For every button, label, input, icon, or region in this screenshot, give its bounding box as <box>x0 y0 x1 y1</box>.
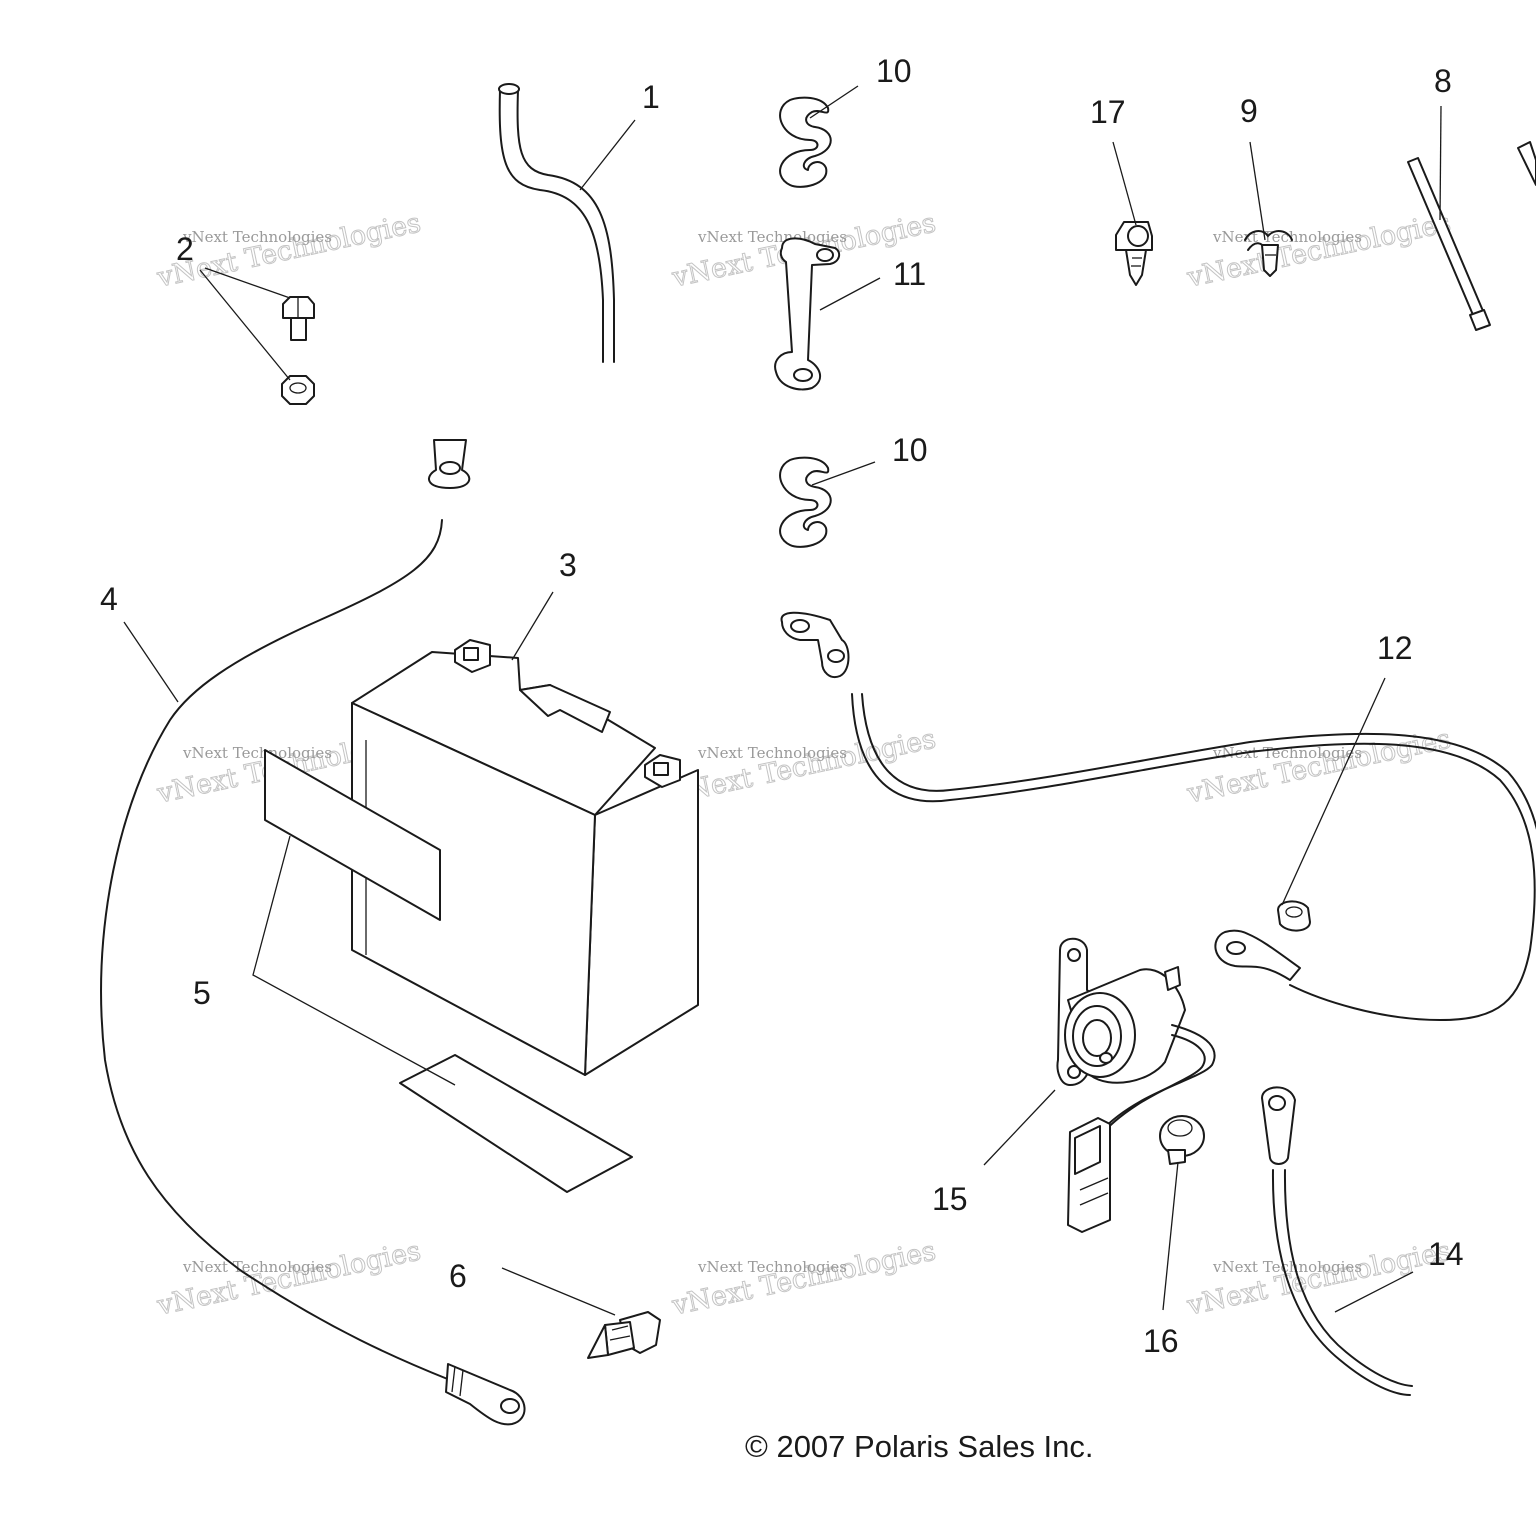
part-3-battery <box>351 639 699 1076</box>
callout-10-lower: 10 <box>892 432 928 468</box>
watermark-large: vNext Technologies <box>1184 208 1454 294</box>
part-16-bolt <box>1159 1115 1205 1165</box>
callout-17: 17 <box>1090 94 1126 130</box>
callout-6: 6 <box>449 1258 467 1294</box>
watermark-small: vNext Technologies <box>697 744 847 762</box>
part-10-clip-lower <box>779 456 832 548</box>
leader-lines <box>123 85 1442 1316</box>
callout-9: 9 <box>1240 93 1258 129</box>
callout-8: 8 <box>1434 63 1452 99</box>
callout-10-upper: 10 <box>876 53 912 89</box>
callout-14: 14 <box>1428 1236 1464 1272</box>
callout-4: 4 <box>100 581 118 617</box>
part-5-battery-decals <box>252 749 633 1193</box>
part-12-positive-cable <box>780 611 1536 1022</box>
callout-11: 11 <box>893 256 926 292</box>
part-2-bolt-and-nut <box>281 296 315 405</box>
watermark-small: vNext Technologies <box>182 744 332 762</box>
callout-16: 16 <box>1143 1323 1179 1359</box>
part-17-push-clip <box>1115 221 1153 286</box>
callout-12: 12 <box>1377 630 1413 666</box>
part-15-starter-solenoid <box>1056 937 1216 1233</box>
part-8-cable-tie <box>1407 141 1536 331</box>
callout-1: 1 <box>642 79 660 115</box>
part-11-strap-link <box>774 237 841 391</box>
callout-15: 15 <box>932 1181 968 1217</box>
part-14-ground-cable <box>1261 1086 1413 1396</box>
callout-numbers: 1 2 3 4 5 6 8 9 10 10 11 12 14 15 16 17 <box>100 53 1464 1359</box>
watermark-large: vNext Technologies <box>669 724 939 810</box>
part-10-clip-upper <box>779 96 832 188</box>
watermark-small: vNext Technologies <box>697 228 847 246</box>
watermark-small: vNext Technologies <box>1212 744 1362 762</box>
part-6-screw <box>587 1311 661 1359</box>
watermark-small: vNext Technologies <box>182 1258 332 1276</box>
part-9-harness-clip <box>1244 230 1293 277</box>
copyright-notice: © 2007 Polaris Sales Inc. <box>745 1429 1094 1464</box>
part-4-battery-cable <box>100 439 526 1426</box>
part-1-vent-tube <box>498 83 615 363</box>
watermark-small: vNext Technologies <box>1212 228 1362 246</box>
callout-2: 2 <box>176 231 194 267</box>
callout-3: 3 <box>559 547 577 583</box>
watermark-large: vNext Technologies <box>669 1236 939 1322</box>
watermark-small: vNext Technologies <box>1212 1258 1362 1276</box>
watermark-large: vNext Technologies <box>154 208 424 294</box>
watermark-small: vNext Technologies <box>697 1258 847 1276</box>
callout-5: 5 <box>193 975 211 1011</box>
watermark-large: vNext Technologies <box>1184 1236 1454 1322</box>
watermark-small: vNext Technologies <box>182 228 332 246</box>
watermark-large: vNext Technologies <box>154 1236 424 1322</box>
